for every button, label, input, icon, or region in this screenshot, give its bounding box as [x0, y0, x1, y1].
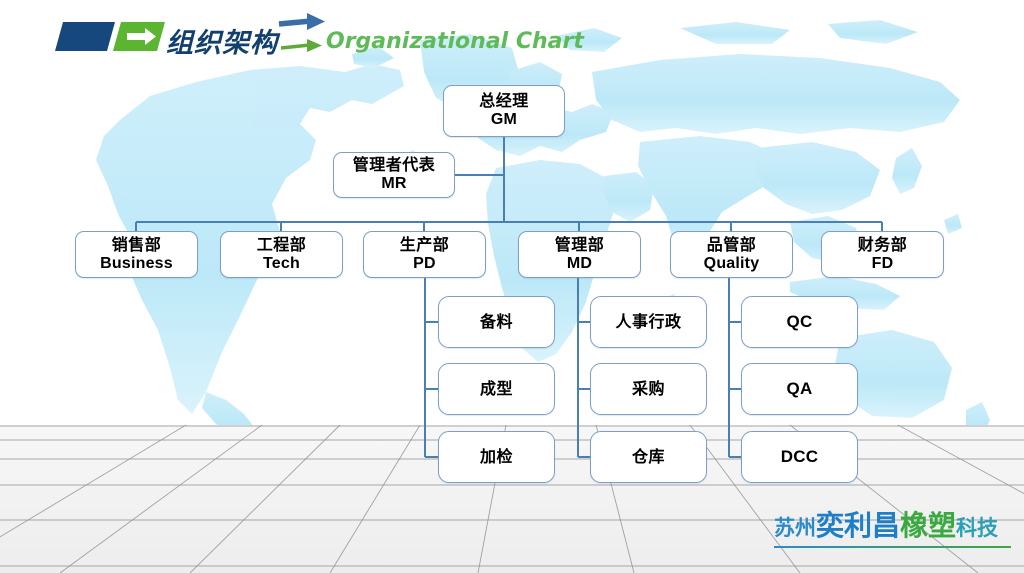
node-quality-label-en: Quality	[703, 254, 760, 272]
node-md-hr-admin[interactable]: 人事行政	[590, 296, 707, 348]
node-tech-label-cn: 工程部	[256, 234, 307, 254]
node-quality-qa[interactable]: QA	[741, 363, 858, 415]
company-logo: 苏州奕利昌橡塑科技	[774, 512, 998, 540]
logo-part-keji: 科技	[956, 516, 999, 540]
node-md-purchasing[interactable]: 采购	[590, 363, 707, 415]
node-quality-qc[interactable]: QC	[741, 296, 858, 348]
node-pd-jiajian[interactable]: 加检	[438, 431, 555, 483]
node-md-warehouse[interactable]: 仓库	[590, 431, 707, 483]
node-quality[interactable]: 品管部 Quality	[670, 231, 793, 278]
logo-part-yilichang: 奕利昌	[816, 509, 901, 542]
logo-part-suzhou: 苏州	[774, 516, 816, 540]
node-pd-chengxing[interactable]: 成型	[438, 363, 555, 415]
node-gm[interactable]: 总经理 GM	[443, 85, 565, 137]
node-quality-qa-label: QA	[786, 379, 813, 399]
node-pd-jiajian-label: 加检	[479, 446, 513, 466]
header-title-english: Organizational Chart	[326, 29, 584, 54]
blue-arrow-icon	[278, 13, 325, 30]
node-md-purchasing-label: 采购	[631, 378, 665, 398]
node-md-label-en: MD	[566, 254, 593, 272]
node-pd-beiliao-label: 备料	[479, 311, 513, 331]
node-pd-label-cn: 生产部	[399, 234, 450, 254]
node-pd[interactable]: 生产部 PD	[363, 231, 486, 278]
node-fd-label-cn: 财务部	[857, 234, 908, 254]
node-mr[interactable]: 管理者代表 MR	[333, 152, 455, 198]
header-title-chinese: 组织架构	[166, 28, 278, 58]
node-md-label-cn: 管理部	[554, 234, 605, 254]
node-business[interactable]: 销售部 Business	[75, 231, 198, 278]
node-md-warehouse-label: 仓库	[631, 446, 665, 466]
node-quality-label-cn: 品管部	[706, 234, 757, 254]
header-arrows	[278, 13, 325, 52]
node-quality-qc-label: QC	[786, 312, 813, 332]
node-md[interactable]: 管理部 MD	[518, 231, 641, 278]
node-pd-label-en: PD	[413, 254, 436, 272]
slide-header: 组织架构 Organizational Chart	[0, 0, 1024, 72]
node-business-label-cn: 销售部	[111, 234, 162, 254]
node-tech-label-en: Tech	[263, 254, 300, 272]
node-gm-label-cn: 总经理	[479, 91, 529, 111]
node-quality-dcc[interactable]: DCC	[741, 431, 858, 483]
node-mr-label-en: MR	[381, 175, 407, 192]
node-mr-label-cn: 管理者代表	[352, 155, 436, 175]
header-logo-shapes	[55, 22, 165, 51]
blue-parallelogram-icon	[55, 22, 115, 51]
node-business-label-en: Business	[100, 254, 173, 272]
green-arrow-icon	[280, 39, 322, 52]
logo-underline	[774, 546, 1011, 548]
node-md-hr-admin-label: 人事行政	[615, 311, 682, 331]
node-quality-dcc-label: DCC	[780, 447, 819, 467]
node-fd[interactable]: 财务部 FD	[821, 231, 944, 278]
node-pd-chengxing-label: 成型	[479, 378, 513, 398]
node-fd-label-en: FD	[871, 254, 894, 272]
node-pd-beiliao[interactable]: 备料	[438, 296, 555, 348]
node-tech[interactable]: 工程部 Tech	[220, 231, 343, 278]
node-gm-label-en: GM	[490, 111, 518, 128]
logo-part-xiangsu: 橡塑	[900, 509, 957, 542]
